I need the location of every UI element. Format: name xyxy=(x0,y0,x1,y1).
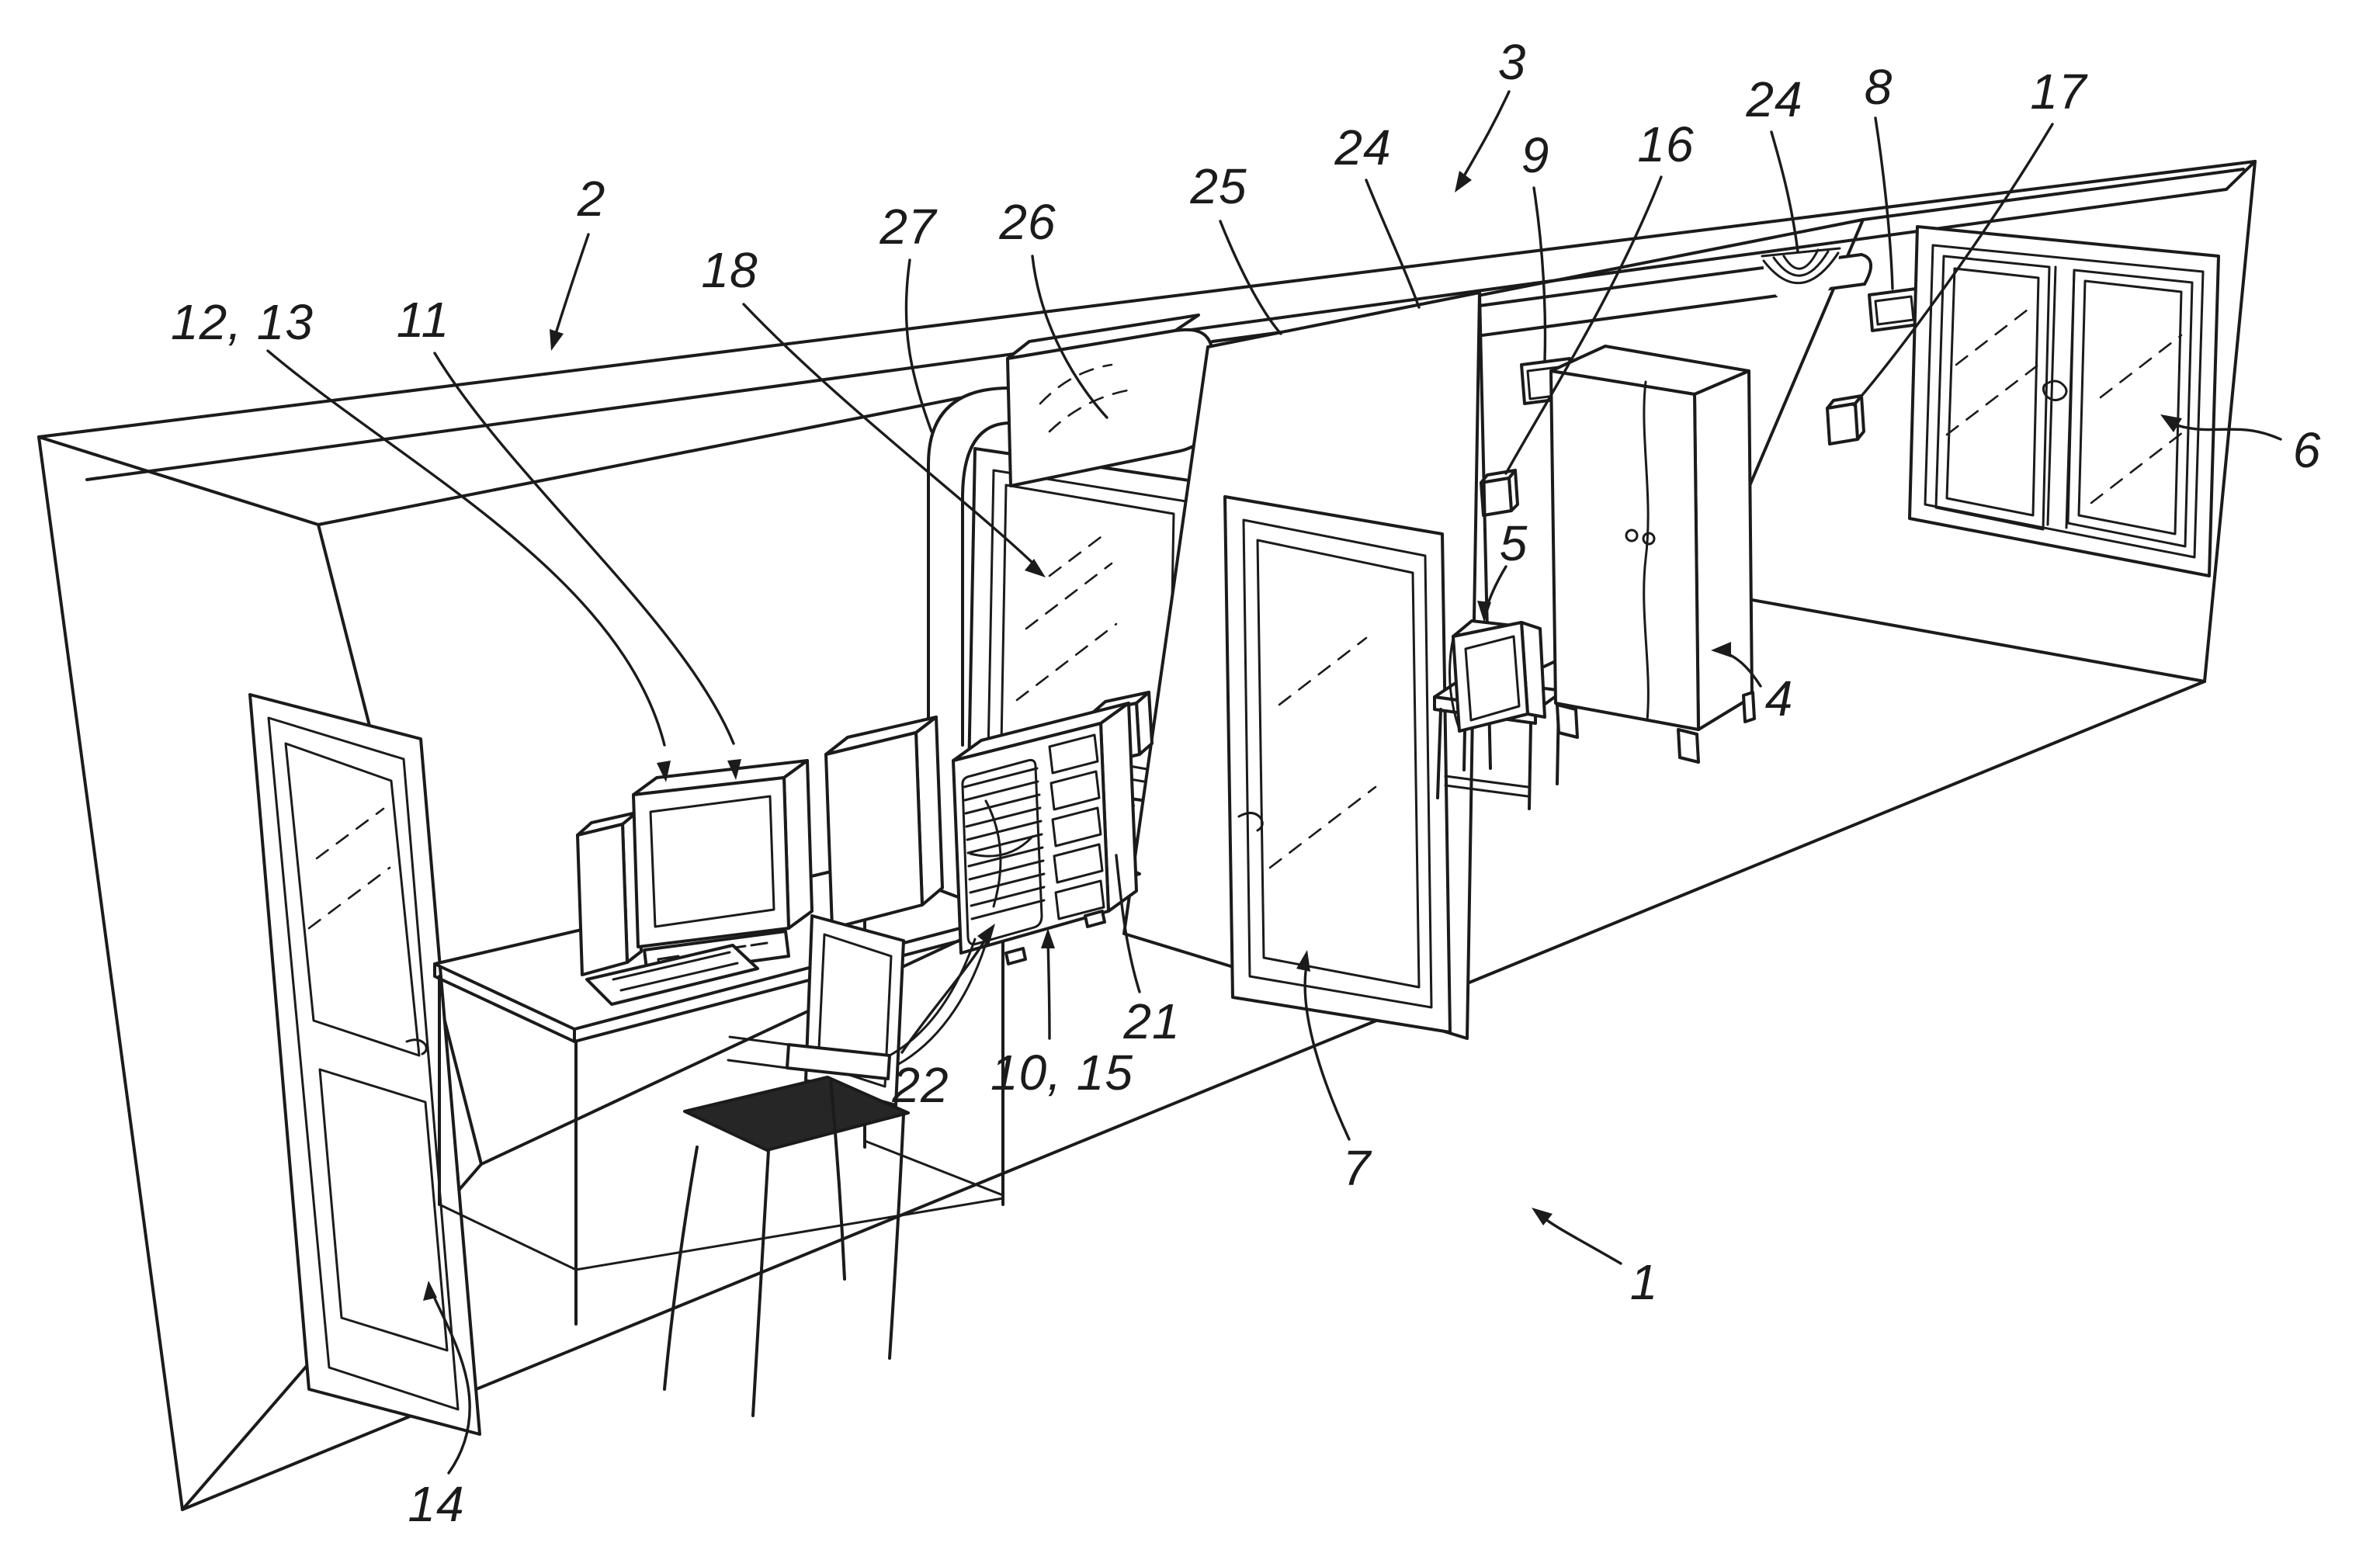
leader-10-15 xyxy=(1046,939,1051,1040)
ref-label-11: 11 xyxy=(396,292,450,348)
computer-tower-11 xyxy=(824,716,944,930)
wall-sensor-16 xyxy=(1480,469,1519,517)
window-6-left-pane xyxy=(1934,255,2051,531)
ref-label-5: 5 xyxy=(1499,515,1528,571)
leader-27 xyxy=(904,258,933,433)
ref-label-7: 7 xyxy=(1342,1140,1372,1196)
floor-cable-22 xyxy=(727,938,987,1080)
leader-12-13 xyxy=(266,349,666,747)
computer-speaker-left xyxy=(576,811,643,976)
unit-foot xyxy=(1004,947,1027,965)
ref-label-25: 25 xyxy=(1190,158,1247,214)
ref-label-18: 18 xyxy=(701,242,758,298)
ref-label-16: 16 xyxy=(1637,116,1695,172)
ref-label-2: 2 xyxy=(577,171,606,227)
ref-label-24a: 24 xyxy=(1334,120,1392,175)
leader-24a xyxy=(1365,179,1421,309)
leader-7 xyxy=(1303,970,1351,1141)
door-14-glass-panel xyxy=(284,742,421,1057)
wardrobe-knob xyxy=(1642,532,1656,546)
computer-monitor-12-13 xyxy=(632,759,814,977)
ref-label-3: 3 xyxy=(1497,34,1527,90)
leader-21 xyxy=(1115,854,1141,993)
ref-label-21: 21 xyxy=(1123,993,1181,1049)
leader-24b xyxy=(1770,130,1799,253)
wardrobe-4 xyxy=(1549,345,1756,764)
door-14-lower-panel xyxy=(318,1068,449,1352)
ref-label-26: 26 xyxy=(999,194,1056,250)
ref-label-12-13: 12, 13 xyxy=(171,294,314,350)
leader-26 xyxy=(1031,255,1108,419)
leader-6 xyxy=(2168,421,2282,441)
door-7-handle xyxy=(1237,812,1264,832)
ref-label-10-15: 10, 15 xyxy=(991,1045,1133,1101)
air-unit-10-15 xyxy=(952,702,1138,965)
leader-8 xyxy=(1874,116,1894,290)
chair-seat xyxy=(683,1076,910,1152)
monitor-screen xyxy=(649,795,775,928)
unit-side-slots xyxy=(1048,733,1105,920)
tv-5 xyxy=(1448,619,1546,733)
airflow-dashes xyxy=(1039,363,1113,405)
leader-25 xyxy=(1219,220,1282,335)
unit-grille xyxy=(961,758,1043,946)
ref-label-22: 22 xyxy=(892,1057,949,1113)
unit-foot xyxy=(1084,910,1106,928)
leader-18 xyxy=(742,303,1034,564)
leader-lines xyxy=(266,90,2282,1475)
wardrobe-knob xyxy=(1625,529,1639,542)
leader-3 xyxy=(1459,90,1511,183)
leader-1 xyxy=(1543,1217,1622,1265)
wall-sensor-8 xyxy=(1868,287,1920,332)
ref-label-8: 8 xyxy=(1864,59,1893,115)
ref-label-9: 9 xyxy=(1521,127,1550,183)
leader-9 xyxy=(1532,186,1547,362)
grille-louvres xyxy=(963,767,1046,920)
leader-14 xyxy=(430,1290,471,1475)
wardrobe-door-split xyxy=(1643,380,1650,722)
ref-label-14: 14 xyxy=(408,1476,465,1532)
ref-label-27: 27 xyxy=(879,199,937,255)
wall-sensor-17 xyxy=(1826,394,1865,445)
pipe-27 xyxy=(927,386,1012,747)
ref-label-4: 4 xyxy=(1764,671,1794,726)
ref-label-24b: 24 xyxy=(1746,71,1803,127)
window-6 xyxy=(1908,225,2220,577)
ref-label-17: 17 xyxy=(2030,64,2087,120)
leader-17 xyxy=(1852,123,2054,407)
leader-11 xyxy=(433,352,735,745)
tv-screen xyxy=(1464,635,1521,722)
leader-16 xyxy=(1504,175,1663,475)
ref-label-1: 1 xyxy=(1629,1254,1659,1310)
ref-label-6: 6 xyxy=(2292,422,2322,478)
door-14 xyxy=(248,693,481,1436)
door-14-handle xyxy=(405,1038,428,1056)
leader-2 xyxy=(553,233,590,340)
door-7-wall xyxy=(1122,291,1492,1040)
leader-22 xyxy=(900,934,989,1054)
window-6-handle xyxy=(2042,380,2068,401)
ceiling-diffuser-24b xyxy=(1761,247,1841,309)
keyboard xyxy=(585,944,759,1006)
door-7 xyxy=(1223,495,1452,1034)
ceiling-unit-26 xyxy=(1006,314,1218,487)
